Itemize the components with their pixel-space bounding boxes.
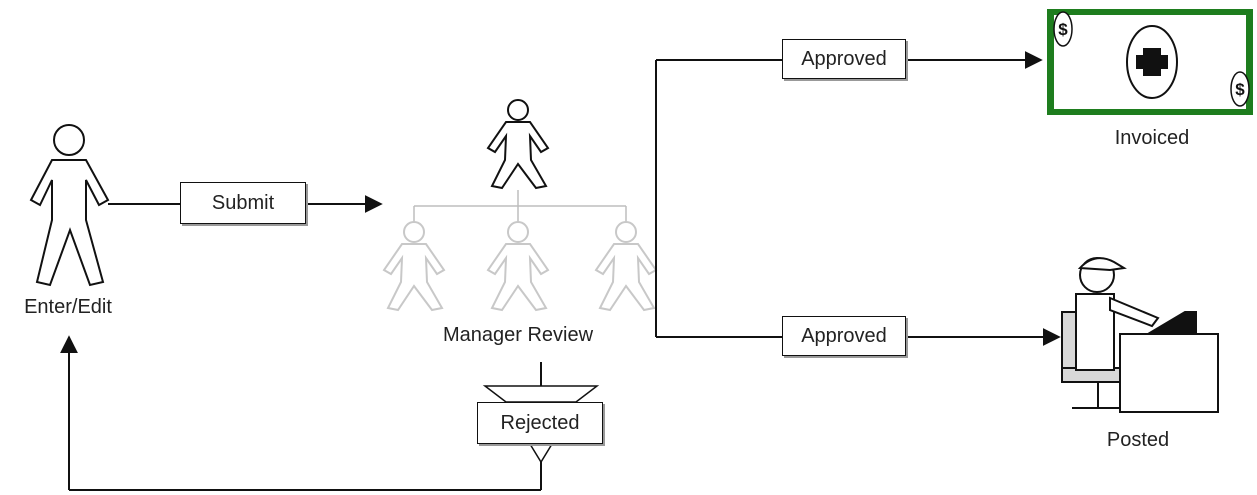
rejected-funnel-top — [482, 385, 600, 403]
reviewer-person-icon-1 — [382, 221, 446, 312]
approved-connector — [655, 51, 1061, 346]
posted-label: Posted — [1106, 429, 1170, 451]
approved-invoiced-transition-box: Approved — [782, 39, 906, 79]
approved-posted-transition-box: Approved — [782, 316, 906, 356]
manager-review-label: Manager Review — [442, 324, 594, 346]
rejected-funnel-bottom — [528, 443, 554, 464]
posting-clerk-icon — [1061, 257, 1219, 413]
invoice-bill-icon — [1047, 9, 1253, 115]
invoiced-label: Invoiced — [1114, 127, 1190, 149]
submit-transition-box: Submit — [180, 182, 306, 224]
review-tree-lines — [413, 190, 627, 222]
reviewer-person-icon-2 — [486, 221, 550, 312]
reviewer-person-icon-3 — [594, 221, 658, 312]
enter-edit-person-icon — [29, 124, 110, 287]
rejected-transition-box: Rejected — [477, 402, 603, 444]
manager-person-icon — [486, 99, 550, 190]
rejected-connector — [60, 335, 542, 491]
enter-edit-label: Enter/Edit — [24, 296, 112, 318]
dollar-sign-icon-1: $ — [1058, 20, 1068, 39]
dollar-sign-icon-2: $ — [1235, 80, 1245, 99]
